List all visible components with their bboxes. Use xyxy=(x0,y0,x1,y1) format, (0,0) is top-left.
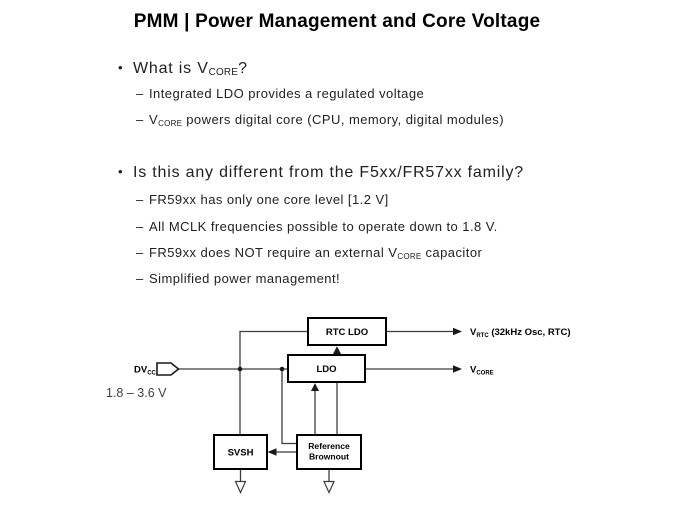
subscript-text: CORE xyxy=(208,67,239,79)
bullet-text: All MCLK frequencies possible to operate… xyxy=(149,219,498,234)
wire-dvcc-to-rtcldo xyxy=(239,330,308,369)
sub-bullet-item: –Simplified power management! xyxy=(136,271,340,286)
vrtc-label-sub: RTC xyxy=(476,333,489,339)
sub-bullet-item: –FR59xx has only one core level [1.2 V] xyxy=(136,192,389,207)
arrowhead-left-svsh xyxy=(267,448,277,456)
bullet-text: What is V xyxy=(133,60,209,77)
dash-marker: – xyxy=(136,192,144,207)
open-arrow-down-icon xyxy=(323,480,335,494)
sub-bullet-item: –All MCLK frequencies possible to operat… xyxy=(136,219,498,234)
rtc-ldo-block xyxy=(307,317,387,346)
dvcc-label-main: DV xyxy=(134,365,148,376)
junction-dot xyxy=(237,366,243,372)
dash-marker: – xyxy=(136,219,144,234)
bullet-text: Simplified power management! xyxy=(149,271,341,286)
vrtc-label-main: V xyxy=(470,327,477,338)
arrowhead-right-vrtc xyxy=(453,327,462,336)
reference-label: Reference xyxy=(308,441,350,451)
ldo-block xyxy=(287,354,366,383)
wire-dvcc-to-ref xyxy=(281,369,297,445)
junction-dot xyxy=(279,366,285,372)
rtc-ldo-label: RTC LDO xyxy=(326,327,368,338)
sub-bullet-item: –Integrated LDO provides a regulated vol… xyxy=(136,86,424,101)
dash-marker: – xyxy=(136,112,144,127)
dash-marker: – xyxy=(136,271,144,286)
bullet-text: FR59xx has only one core level [1.2 V] xyxy=(149,192,389,207)
vcore-label-sub: CORE xyxy=(476,371,493,377)
sub-bullet-item: –FR59xx does NOT require an external VCO… xyxy=(136,245,483,261)
dash-marker: – xyxy=(136,86,144,101)
bullet-item: • What is VCORE? xyxy=(118,60,248,78)
arrowhead-right-vcore xyxy=(453,365,462,373)
pmm-block-diagram: RTC LDO LDO SVSH Reference Brownout DVCC… xyxy=(0,308,674,506)
arrowhead-up-ldo xyxy=(311,383,319,391)
bullet-text: ? xyxy=(238,60,248,77)
sub-bullet-item: –VCORE powers digital core (CPU, memory,… xyxy=(136,112,504,128)
bullet-text: FR59xx does NOT require an external V xyxy=(149,245,398,260)
vrtc-label: VRTC (32kHz Osc, RTC) xyxy=(470,327,571,339)
dvcc-label-sub: CC xyxy=(147,371,156,377)
vcore-label: VCORE xyxy=(470,365,494,377)
dvcc-pad-icon xyxy=(156,362,180,376)
bullet-marker: • xyxy=(118,164,124,179)
arrowheads xyxy=(267,327,462,456)
subscript-text: CORE xyxy=(158,118,183,128)
svsh-block xyxy=(213,434,268,470)
reference-brownout-block xyxy=(296,434,362,470)
diagram-wires xyxy=(178,330,453,482)
vrtc-label-post: (32kHz Osc, RTC) xyxy=(489,327,571,338)
page-title: PMM | Power Management and Core Voltage xyxy=(133,11,541,32)
open-arrow-down-icon xyxy=(234,480,247,494)
bullet-item: • Is this any different from the F5xx/FR5… xyxy=(118,164,524,182)
bullet-text: Is this any different from the F5xx/FR57… xyxy=(133,164,524,181)
ldo-label: LDO xyxy=(316,364,336,375)
arrowhead-up-rtcldo xyxy=(333,346,341,354)
bullet-marker: • xyxy=(118,60,124,75)
bullet-text: powers digital core (CPU, memory, digita… xyxy=(182,112,504,127)
diagram-canvas: RTC LDO LDO SVSH Reference Brownout DVCC… xyxy=(106,317,571,494)
supply-range-label: 1.8 – 3.6 V xyxy=(106,386,167,400)
svsh-label: SVSH xyxy=(228,448,254,459)
dvcc-label: DVCC xyxy=(134,365,157,377)
bullet-text: capacitor xyxy=(421,245,483,260)
vcore-label-main: V xyxy=(470,365,477,376)
dash-marker: – xyxy=(136,245,144,260)
subscript-text: CORE xyxy=(397,251,422,261)
bullet-text: Integrated LDO provides a regulated volt… xyxy=(149,86,425,101)
bullet-text: V xyxy=(149,112,159,127)
brownout-label: Brownout xyxy=(309,452,349,462)
